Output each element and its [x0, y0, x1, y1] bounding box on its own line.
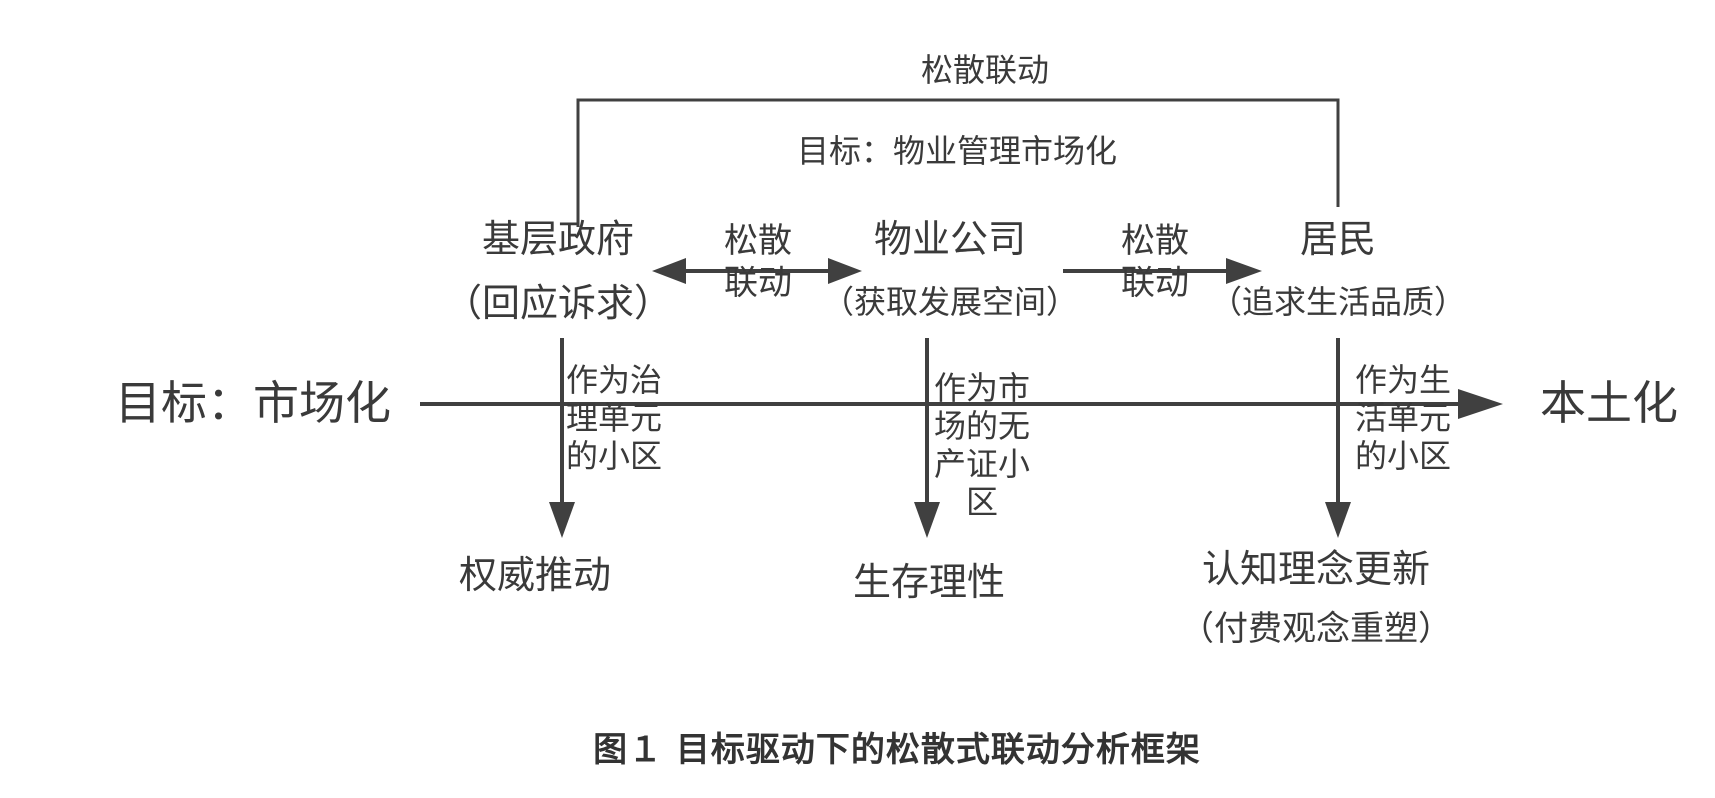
view-line: 的小区: [565, 437, 663, 475]
government-community-view: 作为治 理单元 的小区: [566, 364, 662, 472]
figure-caption: 图１ 目标驱动下的松散式联动分析框架: [593, 730, 1201, 770]
gov-company-arrowhead-right: [828, 258, 862, 284]
view-line: 的小区: [1354, 437, 1452, 475]
government-down-arrowhead: [549, 502, 575, 538]
company-community-view: 作为市 场的无 产证小 区: [934, 372, 1030, 518]
axis-right-label: 本土化: [1540, 376, 1678, 430]
government-name: 基层政府: [481, 217, 635, 261]
gov-company-link-label: 松散 联动: [724, 224, 792, 300]
view-line: 作为市: [933, 369, 1031, 407]
link-label-line: 联动: [1121, 263, 1189, 303]
view-line: 作为治: [565, 361, 663, 399]
company-residents-arrowhead: [1226, 258, 1262, 284]
residents-down-arrowhead: [1325, 502, 1351, 538]
top-bracket-line: [576, 98, 1340, 227]
link-label-line: 松散: [1121, 221, 1189, 261]
gov-company-arrowhead-left: [652, 258, 686, 284]
residents-name: 居民: [1299, 217, 1377, 261]
link-label-line: 松散: [724, 221, 792, 261]
view-line: 作为生: [1354, 361, 1452, 399]
company-name: 物业公司: [873, 217, 1027, 261]
top-goal-label: 目标：物业管理市场化: [796, 132, 1118, 170]
residents-role: （追求生活品质）: [1209, 283, 1467, 321]
goal-axis-arrowhead: [1458, 389, 1503, 419]
residents-community-view: 作为生 活单元 的小区: [1355, 364, 1451, 472]
residents-outcome-note: （付费观念重塑）: [1180, 609, 1452, 649]
top-link-label: 松散联动: [920, 51, 1050, 89]
view-line: 区: [965, 483, 999, 521]
axis-left-label: 目标：市场化: [115, 376, 391, 430]
company-down-arrowhead: [914, 502, 940, 538]
residents-outcome: 认知理念更新: [1201, 547, 1431, 591]
view-line: 场的无: [933, 407, 1031, 445]
view-line: 理单元: [565, 399, 663, 437]
view-line: 产证小: [933, 445, 1031, 483]
company-role: （获取发展空间）: [821, 283, 1079, 321]
government-outcome: 权威推动: [458, 553, 612, 597]
company-residents-link-label: 松散 联动: [1121, 224, 1189, 300]
company-outcome: 生存理性: [852, 560, 1006, 604]
government-role: （回应诉求）: [443, 281, 673, 325]
link-label-line: 联动: [724, 263, 792, 303]
view-line: 活单元: [1354, 399, 1452, 437]
